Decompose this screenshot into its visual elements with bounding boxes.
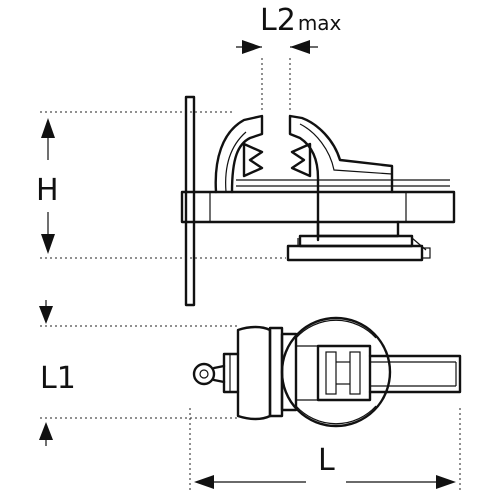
fixed-jaw: [214, 114, 264, 194]
vise-side-view: [180, 95, 456, 307]
l-arrow-right: [436, 475, 456, 489]
l-label: L: [318, 443, 335, 478]
l1-label: L1: [40, 361, 76, 396]
top-jaw-plate-right: [280, 332, 298, 412]
l1-arrow-top: [39, 306, 53, 324]
top-jaw-plate-left: [268, 326, 284, 418]
jaw-housing: [316, 344, 372, 402]
h-label: H: [36, 173, 59, 208]
top-slide-bars: [368, 354, 462, 394]
movable-jaw: [288, 114, 394, 242]
movable-jaw-insert: [290, 142, 312, 178]
clamp-screw-eye: [192, 362, 216, 386]
h-arrow-bottom: [41, 234, 55, 254]
l-arrow-left: [194, 475, 214, 489]
l-dimension: [189, 408, 461, 492]
l1-dimension: [39, 300, 238, 446]
l1-arrow-bottom: [39, 422, 53, 440]
top-fixed-jaw: [236, 325, 272, 421]
l2-dimension: [236, 40, 318, 110]
fixed-jaw-insert: [242, 142, 264, 178]
h-dimension: [40, 111, 286, 259]
mounting-plate: [184, 95, 196, 307]
swivel-base-lower: [286, 244, 424, 262]
vise-top-view: [192, 316, 462, 428]
h-arrow-top: [41, 118, 55, 138]
l2-label-sub: max: [298, 11, 342, 35]
l2-label-main: L2: [260, 3, 296, 38]
